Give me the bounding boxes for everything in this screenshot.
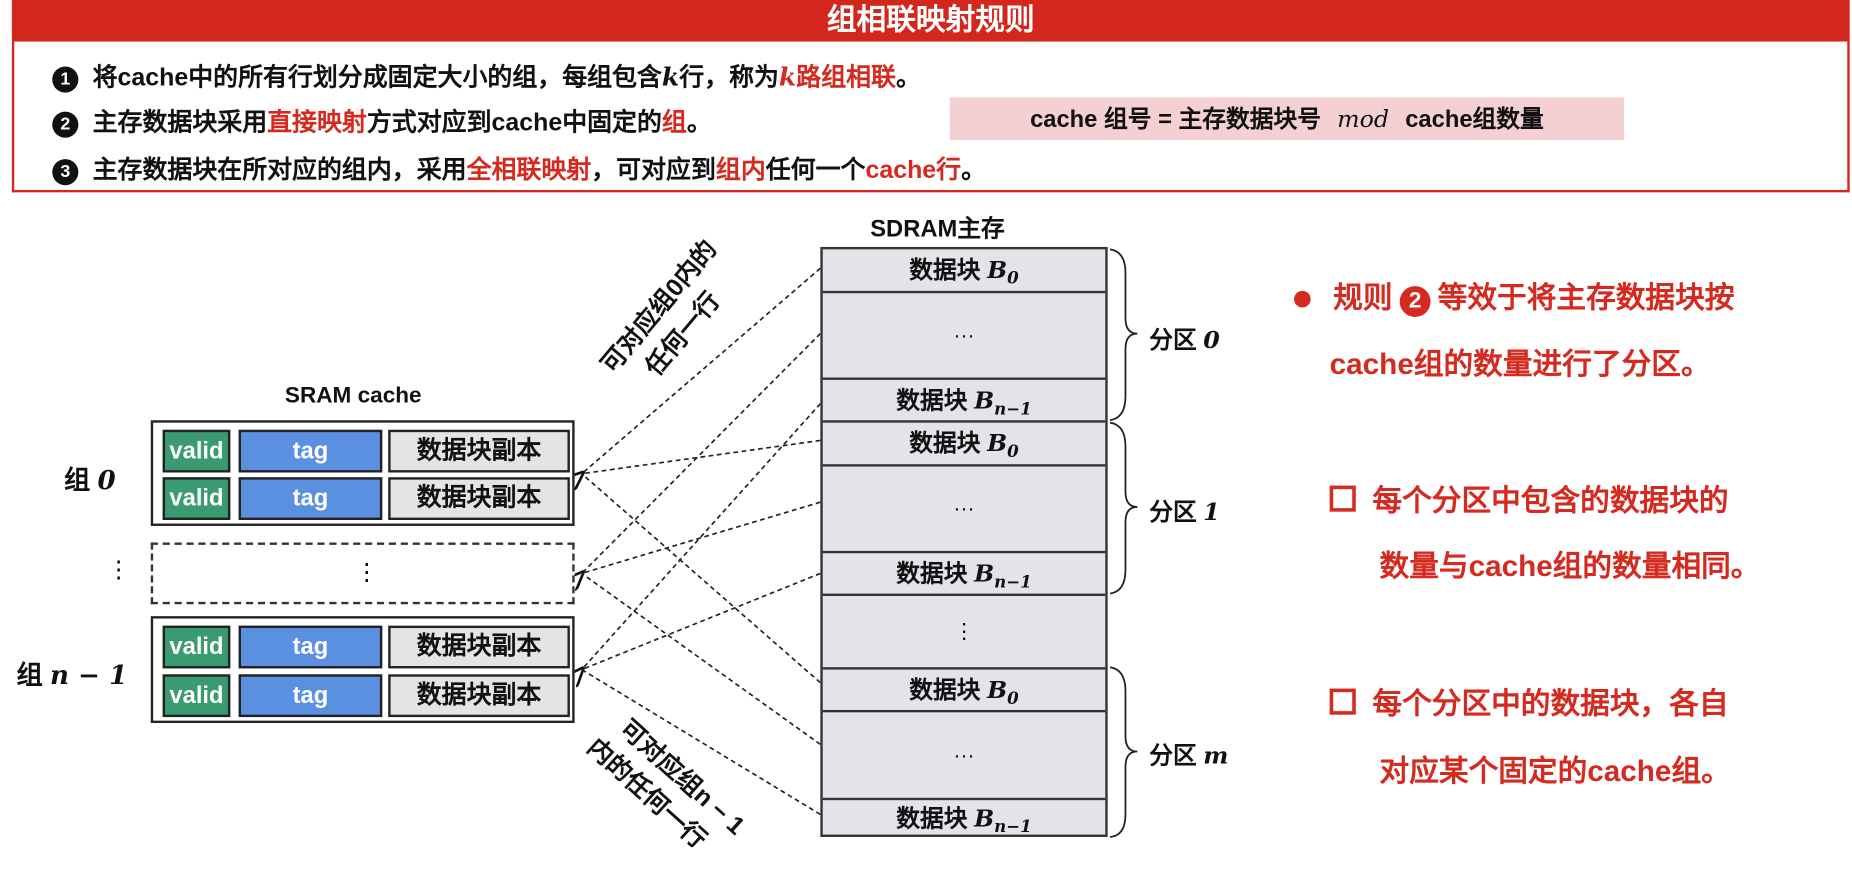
rule-3: 3 主存数据块在所对应的组内，采用全相联映射，可对应到组内任何一个cache行。 (52, 151, 986, 187)
partition-0-label: 分区 0 (1149, 325, 1220, 354)
text: 任何一个 (765, 156, 866, 185)
arrow-line (581, 439, 821, 475)
tag-field: tag (238, 477, 383, 520)
partition-m-label: 分区 m (1149, 740, 1229, 770)
formula: cache 组号 = 主存数据块号 mod cache组数量 (949, 97, 1625, 141)
number-badge: 3 (52, 159, 79, 186)
block-bn-1: 数据块 Bn−1 (822, 380, 1106, 423)
formula-rhs: cache组数量 (1405, 106, 1544, 133)
block-bn-1: 数据块 Bn−1 (822, 553, 1106, 596)
rule-2: 2 主存数据块采用直接映射方式对应到cache中固定的组。 (52, 103, 712, 139)
brace-icon (1109, 421, 1138, 595)
ellipsis: ··· (822, 467, 1106, 554)
partition-braces (1109, 248, 1138, 838)
highlight: 路组相联 (796, 64, 896, 92)
text: 。 (961, 156, 987, 185)
block-bn-1: 数据块 Bn−1 (896, 803, 1032, 837)
tag-field: tag (238, 674, 383, 718)
text: 。 (686, 109, 712, 137)
note-sub-1-cont: 数量与cache组的数量相同。 (1379, 549, 1761, 583)
data-copy: 数据块副本 (388, 477, 570, 520)
formula-lhs: cache 组号 = 主存数据块号 (1030, 106, 1322, 133)
text: 主存数据块采用 (92, 109, 268, 137)
tag-field: tag (238, 625, 383, 669)
square-bullet-icon (1329, 485, 1356, 512)
vertical-ellipsis: ⋮ (354, 559, 379, 586)
var-k: k (778, 61, 797, 92)
text: 。 (895, 64, 921, 92)
arrow-line (581, 473, 821, 684)
vertical-ellipsis: ⋮ (822, 596, 1106, 670)
block-b0: 数据块 B0 (822, 670, 1106, 713)
text: 主存数据块在所对应的组内，采用 (92, 156, 467, 185)
valid-bit: valid (162, 674, 231, 718)
group-0-label: 组 0 (64, 465, 116, 497)
note-sub-2-cont: 对应某个固定的cache组。 (1379, 755, 1731, 789)
text: 将cache中的所有行划分成固定大小的组，每组包含 (92, 64, 662, 92)
note-bullet-1-cont: cache组的数量进行了分区。 (1329, 347, 1711, 382)
valid-bit: valid (162, 429, 231, 473)
highlight: 组 (661, 109, 687, 137)
sdram-title: SDRAM主存 (870, 216, 1005, 243)
arrow-line (582, 403, 821, 670)
note-sub-1: 每个分区中包含的数据块的 (1329, 477, 1729, 520)
block-b0: 数据块 B0 (822, 249, 1106, 294)
arrow-line (582, 333, 821, 574)
highlight: 直接映射 (267, 109, 367, 137)
formula-op: mod (1337, 104, 1390, 133)
arrow-line (581, 501, 821, 575)
data-copy: 数据块副本 (388, 429, 570, 473)
brace-icon (1109, 666, 1138, 838)
number-badge: 1 (52, 66, 79, 93)
slide-title: 组相联映射规则 (11, 0, 1850, 42)
partition-1-label: 分区 1 (1149, 497, 1220, 526)
highlight: cache行 (865, 156, 962, 185)
arrow-line (581, 572, 821, 671)
number-badge: 2 (1399, 286, 1431, 317)
number-badge: 2 (52, 111, 79, 138)
ellipsis: ··· (822, 712, 1106, 801)
group-n-1-label: 组 n − 1 (16, 660, 128, 691)
cache-group-ellipsis: ⋮ (150, 542, 575, 605)
valid-bit: valid (162, 477, 231, 520)
tag-field: tag (238, 429, 383, 473)
vertical-ellipsis: ⋮ (106, 556, 131, 583)
text: ，可对应到 (591, 156, 716, 185)
square-bullet-icon (1329, 688, 1356, 715)
cache-title: SRAM cache (284, 383, 422, 409)
bullet-icon (1294, 290, 1311, 308)
text: 行，称为 (679, 64, 779, 92)
data-copy: 数据块副本 (388, 674, 570, 718)
ellipsis: ··· (822, 293, 1106, 380)
highlight: 组内 (715, 156, 766, 185)
block-b0: 数据块 B0 (822, 423, 1106, 467)
arrow-line (582, 267, 821, 473)
data-copy: 数据块副本 (388, 625, 570, 669)
brace-icon (1109, 248, 1138, 422)
arrow-line (581, 572, 821, 746)
highlight: 全相联映射 (466, 156, 592, 185)
sdram-memory: 数据块 B0 ··· 数据块 Bn−1 数据块 B0 ··· 数据块 Bn−1 … (820, 246, 1108, 837)
note-sub-2: 每个分区中的数据块，各自 (1329, 680, 1729, 723)
valid-bit: valid (162, 625, 231, 669)
text: 方式对应到cache中固定的 (366, 109, 662, 137)
var-k: k (661, 61, 680, 92)
